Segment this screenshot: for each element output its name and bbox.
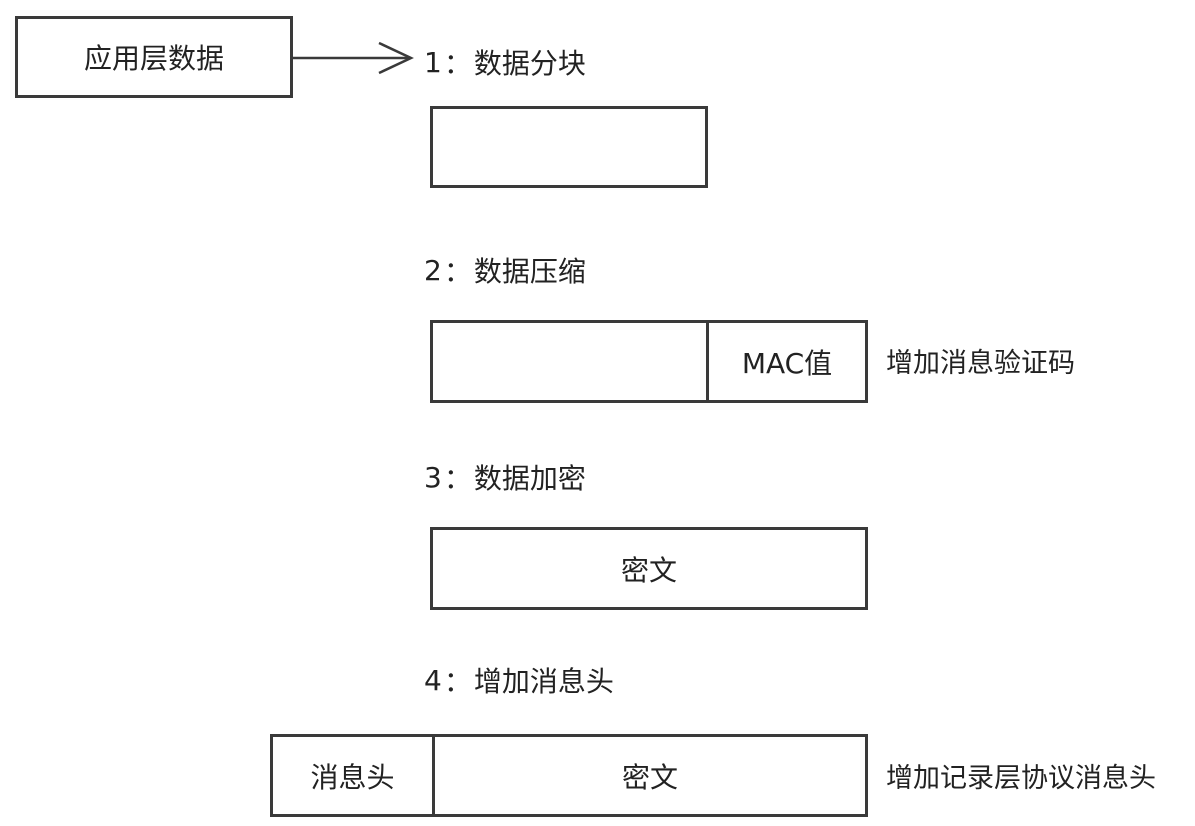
record-block: 消息头 密文: [270, 734, 868, 817]
ciphertext-block: 密文: [430, 527, 868, 610]
step-2-label: 2 ： 数据压缩: [424, 250, 586, 290]
step-4-number: 4: [424, 663, 442, 697]
step-4-separator: ：: [443, 665, 472, 698]
mac-label: MAC值: [741, 346, 833, 380]
compressed-block: MAC值: [430, 320, 868, 403]
data-chunk-block: [430, 106, 708, 188]
step-1-title: 数据分块: [473, 47, 586, 80]
step-4-label: 4 ： 增加消息头: [424, 660, 614, 700]
step-3-label: 3 ： 数据加密: [424, 457, 586, 497]
compressed-data-cell: [433, 323, 709, 400]
flow-arrow-head: [378, 41, 414, 75]
record-cipher-cell: 密文: [435, 737, 865, 814]
flow-arrow: [293, 41, 414, 75]
mac-note: 增加消息验证码: [886, 348, 1075, 379]
mac-cell: MAC值: [709, 323, 865, 400]
step-4-title: 增加消息头: [473, 665, 614, 698]
ciphertext-label: 密文: [620, 553, 677, 587]
step-3-separator: ：: [443, 462, 472, 495]
step-3-title: 数据加密: [473, 462, 586, 495]
application-data-label: 应用层数据: [83, 42, 224, 75]
step-1-number: 1: [424, 45, 442, 79]
record-cipher-label: 密文: [621, 760, 678, 794]
record-header-label: 消息头: [310, 760, 395, 794]
step-2-separator: ：: [443, 255, 472, 288]
step-1-label: 1 ： 数据分块: [424, 42, 586, 82]
record-header-cell: 消息头: [273, 737, 435, 814]
step-2-number: 2: [424, 253, 442, 287]
application-data-box: 应用层数据: [15, 16, 293, 98]
header-note: 增加记录层协议消息头: [886, 763, 1156, 794]
step-1-separator: ：: [443, 47, 472, 80]
step-2-title: 数据压缩: [473, 255, 586, 288]
step-3-number: 3: [424, 460, 442, 494]
